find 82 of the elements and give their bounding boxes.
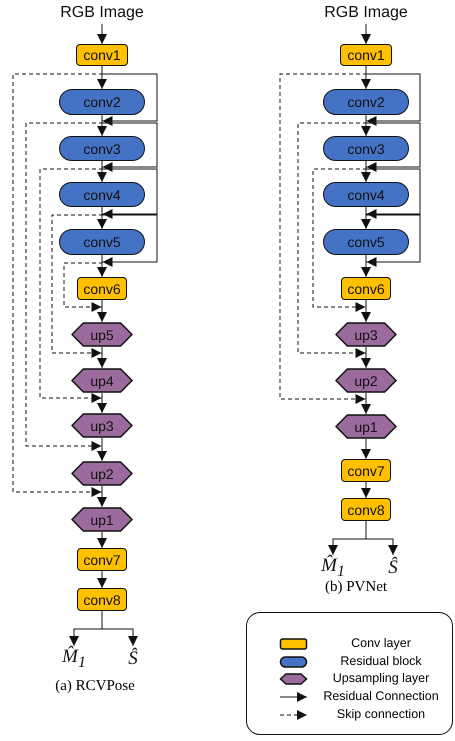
layer-label: conv4 — [347, 186, 385, 202]
input-label: RGB Image — [311, 2, 421, 24]
connection-arrow — [102, 610, 138, 646]
residual-block — [323, 229, 409, 255]
upsampling-hexagon — [71, 461, 133, 486]
connection-arrow — [97, 392, 107, 414]
layer-label: up5 — [90, 326, 114, 342]
residual-block — [59, 182, 145, 207]
legend-label: Conv layer — [351, 636, 411, 650]
layer-label: conv1 — [347, 47, 385, 63]
layer-label: conv7 — [83, 552, 121, 568]
connection-arrow — [97, 24, 107, 44]
layer-label: conv7 — [347, 462, 385, 478]
residual-block — [59, 136, 145, 161]
legend-label: Skip connection — [336, 707, 426, 721]
residual-block — [59, 89, 145, 115]
connection-arrow — [361, 300, 371, 322]
upsampling-hexagon — [71, 507, 133, 532]
output-symbol: M̂$_{1}$ — [57, 646, 91, 672]
upsampling-hexagon — [335, 322, 397, 347]
skip-connection-arrow — [64, 254, 102, 312]
legend-label: Residual block — [340, 654, 422, 668]
layer-label: up2 — [90, 466, 114, 482]
layer-label: conv6 — [347, 280, 385, 296]
residual-block — [323, 89, 409, 115]
connection-arrow — [361, 346, 371, 368]
residual-block — [323, 182, 409, 207]
connection-arrow — [97, 532, 107, 548]
upsampling-hexagon — [71, 413, 133, 438]
figure-caption: (a) RCVPose — [55, 678, 135, 695]
figure-caption: (b) PVNet — [324, 579, 388, 596]
connection-arrow — [97, 570, 107, 588]
layer-label: conv3 — [347, 140, 385, 156]
connection-arrow — [361, 438, 371, 460]
layer-label: conv4 — [83, 186, 121, 202]
upsampling-hexagon — [335, 368, 397, 393]
connection-arrow — [361, 482, 371, 498]
output-symbol: Ŝ — [381, 555, 405, 581]
layer-label: conv6 — [83, 280, 121, 296]
layer-label: conv2 — [83, 94, 121, 110]
legend-label: Residual Connection — [323, 689, 439, 703]
output-symbol: Ŝ — [121, 646, 145, 672]
connection-arrow — [361, 24, 371, 44]
upsampling-hexagon — [71, 322, 133, 347]
conv-layer-box — [77, 277, 127, 300]
layer-label: conv8 — [347, 502, 385, 518]
connection-arrow — [97, 300, 107, 322]
layer-label: conv3 — [83, 140, 121, 156]
conv-layer-box — [77, 548, 127, 571]
layer-label: up3 — [90, 418, 114, 434]
conv-layer-box — [341, 498, 391, 521]
layer-label: up4 — [90, 372, 114, 388]
conv-layer-box — [341, 277, 391, 300]
conv-layer-box — [76, 44, 128, 66]
connection-arrow — [97, 346, 107, 368]
residual-block — [59, 229, 145, 255]
legend-label: Upsampling layer — [332, 671, 430, 685]
output-symbol: M̂$_{1}$ — [316, 555, 350, 581]
connection-arrow — [97, 438, 107, 462]
conv-layer-box — [340, 44, 392, 66]
residual-block — [323, 136, 409, 161]
connection-arrow — [366, 520, 398, 556]
skip-connection-arrow — [52, 206, 102, 358]
layer-label: conv1 — [83, 47, 121, 63]
layer-label: up2 — [354, 372, 378, 388]
layer-label: up3 — [354, 326, 378, 342]
connection-arrow — [97, 486, 107, 508]
layer-label: conv2 — [347, 94, 385, 110]
upsampling-hexagon — [335, 414, 397, 439]
skip-connection-arrow — [312, 160, 366, 312]
layer-label: conv5 — [83, 234, 121, 250]
connection-arrow — [361, 254, 371, 278]
conv-layer-box — [341, 459, 391, 482]
upsampling-hexagon — [71, 368, 133, 393]
connection-arrow — [366, 206, 420, 267]
connection-arrow — [361, 392, 371, 414]
layer-label: conv8 — [83, 592, 121, 608]
layer-label: conv5 — [347, 234, 385, 250]
layer-label: up1 — [354, 418, 378, 434]
conv-layer-box — [77, 588, 127, 611]
input-label: RGB Image — [47, 2, 157, 24]
layer-label: up1 — [90, 512, 114, 528]
